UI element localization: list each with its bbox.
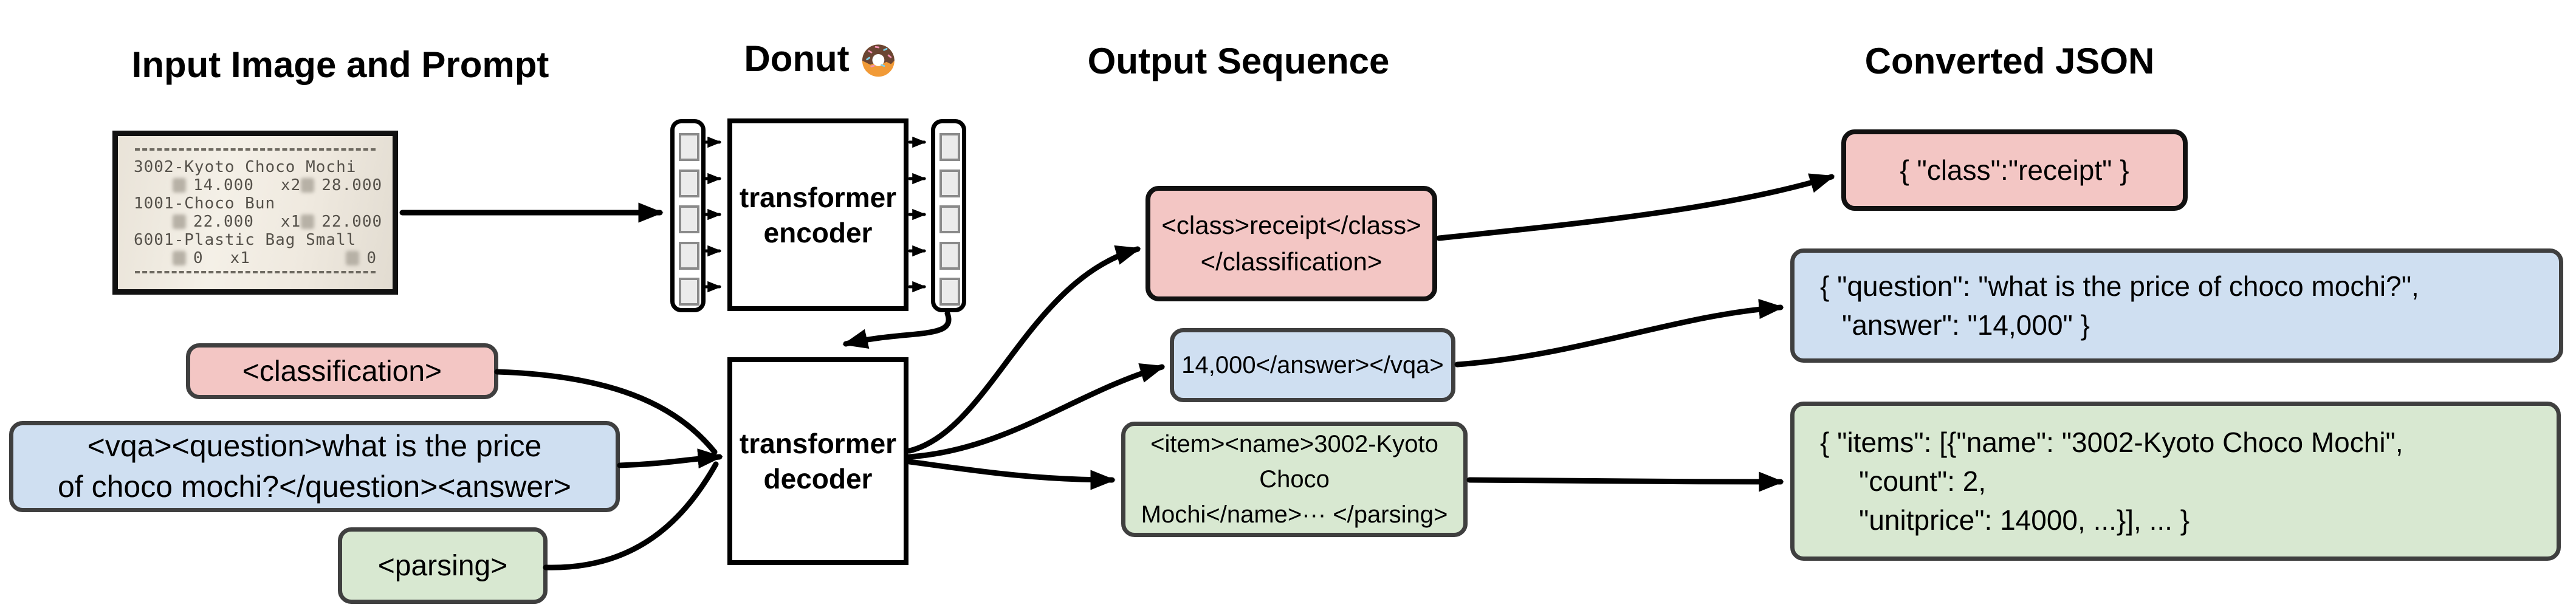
redaction-blur bbox=[301, 214, 315, 229]
heading-donut-label: Donut bbox=[744, 38, 850, 79]
receipt-unit-price: 22.000 bbox=[193, 213, 254, 231]
receipt-line-total: 28.000 bbox=[301, 176, 382, 194]
json-parsing-line1: { "items": [{"name": "3002-Kyoto Choco M… bbox=[1820, 426, 2403, 458]
receipt-unit-price: 14.000 bbox=[193, 176, 254, 194]
redaction-blur bbox=[301, 178, 315, 193]
output-parsing-box: <item><name>3002-Kyoto Choco Mochi</name… bbox=[1121, 422, 1468, 537]
redaction-blur bbox=[346, 251, 360, 265]
receipt-divider-bottom bbox=[135, 271, 376, 276]
patch-token bbox=[679, 133, 699, 161]
receipt-qty: x1 bbox=[230, 249, 250, 267]
json-vqa-box: { "question": "what is the price of choc… bbox=[1790, 248, 2563, 363]
json-parsing-line3: "unitprice": 14000, ...}], ... } bbox=[1859, 504, 2190, 536]
receipt-unit-price: 0 bbox=[193, 249, 204, 267]
json-vqa-line2: "answer": "14,000" } bbox=[1842, 309, 2090, 341]
arrow-parsing-to-json bbox=[1466, 471, 1784, 492]
receipt-total-value: 0 bbox=[366, 249, 377, 267]
receipt-divider-top bbox=[135, 148, 376, 153]
receipt-line-total: 0 bbox=[346, 249, 377, 267]
patch-token bbox=[679, 205, 699, 233]
receipt-line-total: 22.000 bbox=[301, 213, 382, 231]
decoder-label-line2: decoder bbox=[763, 463, 873, 495]
prompt-classification-text: <classification> bbox=[242, 355, 442, 388]
heading-input-image-and-prompt: Input Image and Prompt bbox=[132, 44, 549, 86]
decoder-label-line1: transformer bbox=[739, 428, 897, 459]
output-classification-line1: <class>receipt</class> bbox=[1161, 211, 1421, 239]
patch-token bbox=[679, 242, 699, 270]
receipt-image: 3002-Kyoto Choco Mochi 14.000 x2 28.000 … bbox=[112, 131, 398, 295]
arrow-decoder-to-parsing bbox=[907, 459, 1116, 490]
feature-token bbox=[939, 242, 960, 270]
feature-token bbox=[939, 133, 960, 161]
output-classification-line2: </classification> bbox=[1200, 247, 1382, 276]
transformer-decoder-box: transformer decoder bbox=[727, 357, 908, 565]
prompt-vqa-box: <vqa><question>what is the price of choc… bbox=[9, 421, 620, 512]
heading-donut: Donut bbox=[744, 38, 899, 80]
patch-token bbox=[679, 170, 699, 197]
heading-output-label: Output Sequence bbox=[1087, 41, 1390, 81]
json-parsing-line2: "count": 2, bbox=[1859, 465, 1987, 497]
encoded-feature-tokens bbox=[931, 119, 966, 312]
prompt-vqa-line1: <vqa><question>what is the price bbox=[87, 429, 542, 463]
output-vqa-box: 14,000</answer></vqa> bbox=[1170, 328, 1455, 402]
arrow-prompts-to-decoder bbox=[617, 448, 723, 469]
receipt-item-name: 6001-Plastic Bag Small bbox=[134, 231, 357, 249]
feature-token bbox=[939, 170, 960, 197]
patch-token bbox=[679, 278, 699, 306]
prompt-parsing-box: <parsing> bbox=[338, 527, 548, 604]
feature-token bbox=[939, 278, 960, 306]
arrow-classification-to-json bbox=[1436, 173, 1835, 241]
receipt-total-value: 22.000 bbox=[321, 213, 383, 231]
receipt-item-name: 3002-Kyoto Choco Mochi bbox=[134, 158, 357, 176]
heading-json-label: Converted JSON bbox=[1864, 41, 2155, 81]
prompt-classification-box: <classification> bbox=[186, 343, 498, 399]
json-parsing-box: { "items": [{"name": "3002-Kyoto Choco M… bbox=[1790, 402, 2561, 561]
redaction-blur bbox=[173, 214, 186, 229]
transformer-encoder-box: transformer encoder bbox=[727, 118, 908, 311]
json-vqa-line1: { "question": "what is the price of choc… bbox=[1820, 270, 2419, 302]
receipt-item-price-row: 22.000 x1 22.000 bbox=[134, 213, 382, 231]
redaction-blur bbox=[173, 178, 186, 193]
output-classification-box: <class>receipt</class> </classification> bbox=[1145, 186, 1437, 301]
heading-input-label: Input Image and Prompt bbox=[131, 44, 549, 85]
output-parsing-line2: Mochi</name>··· </parsing> bbox=[1141, 501, 1448, 528]
heading-converted-json: Converted JSON bbox=[1865, 40, 2155, 82]
arrow-encoder-to-decoder bbox=[842, 310, 952, 349]
feature-token bbox=[939, 205, 960, 233]
json-classification-text: { "class":"receipt" } bbox=[1900, 154, 2129, 186]
input-patch-tokens bbox=[670, 119, 706, 312]
redaction-blur bbox=[173, 251, 186, 265]
encoder-label-line1: transformer bbox=[739, 181, 897, 213]
encoder-label-line2: encoder bbox=[763, 216, 873, 248]
receipt-item-name: 1001-Choco Bun bbox=[134, 194, 276, 213]
receipt-qty: x2 bbox=[280, 176, 301, 194]
receipt-qty: x1 bbox=[280, 213, 301, 231]
receipt-total-value: 28.000 bbox=[321, 176, 383, 194]
prompt-parsing-text: <parsing> bbox=[377, 549, 508, 582]
receipt-item-price-row: 0 x1 0 bbox=[134, 249, 377, 267]
output-parsing-line1: <item><name>3002-Kyoto Choco bbox=[1150, 431, 1438, 493]
prompt-vqa-line2: of choco mochi?</question><answer> bbox=[58, 470, 571, 504]
receipt-item-price-row: 14.000 x2 28.000 bbox=[134, 176, 382, 194]
json-classification-box: { "class":"receipt" } bbox=[1841, 129, 2188, 211]
arrow-vqa-to-json bbox=[1454, 299, 1784, 368]
output-vqa-text: 14,000</answer></vqa> bbox=[1181, 351, 1444, 378]
heading-output-sequence: Output Sequence bbox=[1088, 40, 1390, 82]
donut-emoji-icon bbox=[858, 38, 899, 80]
